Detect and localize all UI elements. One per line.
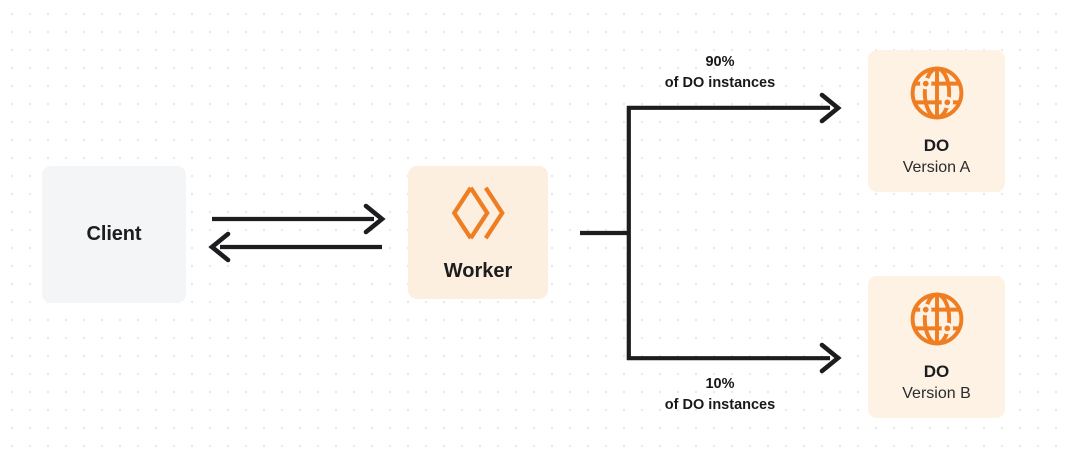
node-do-b-label: DO [923,362,950,382]
edge-worker-split-bracket [580,106,631,360]
edge-worker-to-do-a [627,92,842,124]
edge-worker-to-client [208,231,382,263]
node-worker-label: Worker [443,260,513,282]
edge-label-10-percent: 10% of DO instances [612,374,828,415]
edge-label-percent-top: 90% [705,54,735,70]
edge-client-to-worker [212,203,386,235]
node-worker[interactable]: Worker [408,166,548,299]
node-do-a-version: Version A [902,158,971,176]
node-do-a-label: DO [923,136,950,156]
cloudflare-workers-icon [447,182,509,244]
durable-object-globe-icon [907,63,967,123]
edge-worker-to-do-b [627,342,842,374]
node-do-b-version: Version B [902,384,971,402]
node-do-version-b[interactable]: DO Version B [868,276,1005,418]
edge-label-90-percent: 90% of DO instances [612,52,828,93]
node-do-version-a[interactable]: DO Version A [868,50,1005,192]
edge-label-caption-top: of DO instances [664,74,776,91]
edge-label-percent-bottom: 10% [705,376,735,392]
edge-label-caption-bottom: of DO instances [664,396,776,413]
node-client-label: Client [86,223,142,245]
durable-object-globe-icon [907,289,967,349]
node-client[interactable]: Client [42,166,186,303]
